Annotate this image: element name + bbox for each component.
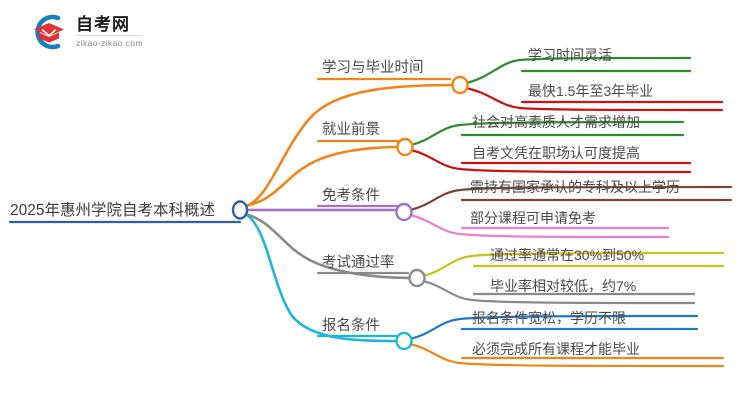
branch-label-1: 学习与毕业时间 bbox=[322, 60, 424, 76]
logo-site-name: 自考网 bbox=[76, 15, 143, 36]
branch-line-4 bbox=[246, 213, 413, 280]
branch-line-1 bbox=[245, 83, 457, 208]
branch-node-3[interactable] bbox=[395, 202, 413, 222]
leaf-line-4-2 bbox=[421, 279, 696, 305]
leaf-label-4-2: 毕业率相对较低，约7% bbox=[490, 278, 637, 294]
leaf-line-5-2 bbox=[408, 342, 725, 368]
branch-node-5[interactable] bbox=[395, 331, 413, 351]
leaf-label-4-1: 通过率通常在30%到50% bbox=[490, 247, 645, 263]
leaf-label-5-2: 必须完成所有课程才能毕业 bbox=[472, 341, 640, 357]
leaf-line-3-2 bbox=[408, 213, 670, 239]
logo-text-block: 自考网 zikao-zikao.com bbox=[76, 15, 143, 50]
leaf-line-3-1 bbox=[408, 185, 733, 212]
branch-node-2[interactable] bbox=[396, 137, 414, 157]
leaf-line-4-1 bbox=[421, 251, 725, 278]
leaf-label-1-1: 学习时间灵活 bbox=[528, 47, 612, 63]
leaf-label-3-2: 部分课程可申请免考 bbox=[470, 210, 596, 226]
leaf-line-2-2 bbox=[409, 148, 692, 174]
branch-line-5 bbox=[245, 213, 401, 343]
leaf-line-2-1 bbox=[409, 120, 685, 147]
leaf-label-2-2: 自考文凭在职场认可度提高 bbox=[472, 145, 640, 161]
leaf-label-2-1: 社会对高素质人才需求增加 bbox=[472, 114, 640, 130]
branch-label-5: 报名条件 bbox=[322, 318, 380, 334]
root-topic-label: 2025年惠州学院自考本科概述 bbox=[10, 202, 215, 219]
branch-node-4[interactable] bbox=[408, 268, 426, 288]
leaf-line-1-2 bbox=[464, 86, 724, 112]
site-logo: 自考网 zikao-zikao.com bbox=[28, 10, 178, 54]
graduation-cap-icon bbox=[28, 11, 70, 53]
root-node[interactable] bbox=[231, 200, 249, 220]
branch-label-3: 免考条件 bbox=[322, 188, 380, 204]
branch-label-2: 就业前景 bbox=[322, 122, 380, 138]
leaf-label-5-1: 报名条件宽松，学历不限 bbox=[472, 310, 626, 326]
branch-line-2 bbox=[246, 145, 402, 207]
branch-label-4: 考试通过率 bbox=[322, 255, 395, 271]
leaf-line-5-1 bbox=[408, 314, 699, 341]
leaf-label-1-2: 最快1.5年至3年毕业 bbox=[528, 83, 654, 99]
leaf-line-1-1 bbox=[464, 56, 692, 85]
branch-node-1[interactable] bbox=[451, 75, 469, 95]
leaf-label-3-1: 需持有国家承认的专科及以上学历 bbox=[470, 179, 680, 195]
logo-domain: zikao-zikao.com bbox=[76, 37, 143, 48]
